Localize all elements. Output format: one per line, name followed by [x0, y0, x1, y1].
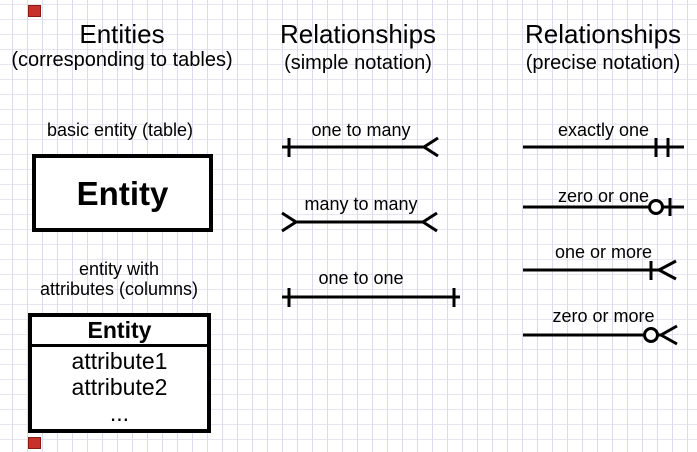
crow-foot-marker[interactable]: [657, 324, 678, 346]
attribute-entity-caption: entity with attributes (columns): [19, 259, 219, 299]
simple-rel-column-title: Relationships: [279, 19, 437, 49]
attribute-list: attribute1 attribute2 ...: [32, 347, 207, 426]
crow-foot-marker[interactable]: [655, 259, 677, 281]
one-to-one-connector[interactable]: [282, 288, 460, 307]
exactly-one-label: exactly one: [557, 120, 650, 140]
precise-rel-column-title: Relationships: [524, 19, 682, 49]
crow-foot-marker[interactable]: [421, 136, 439, 158]
attribute-row: attribute1: [71, 348, 168, 374]
zero-or-one-label: zero or one: [557, 186, 650, 206]
zero-circle-marker[interactable]: [643, 327, 659, 343]
crow-foot-marker[interactable]: [420, 211, 438, 233]
basic-entity-caption: basic entity (table): [46, 120, 194, 140]
attribute-entity-caption-line1: entity with: [78, 259, 160, 279]
basic-entity-name: Entity: [76, 175, 169, 212]
red-square-marker-bottom[interactable]: [28, 437, 41, 449]
many-to-many-label: many to many: [304, 194, 418, 214]
entities-column-subtitle: (corresponding to tables): [11, 49, 233, 71]
one-to-one-label: one to one: [318, 268, 404, 288]
precise-rel-column-subtitle: (precise notation): [525, 52, 681, 74]
attribute-row: attribute2: [71, 374, 168, 400]
one-to-many-label: one to many: [311, 120, 411, 140]
simple-rel-column-subtitle: (simple notation): [284, 52, 432, 74]
attribute-entity-header: Entity: [32, 317, 207, 347]
red-square-marker-top[interactable]: [28, 5, 41, 17]
basic-entity-box[interactable]: Entity: [32, 154, 213, 232]
zero-or-more-label: zero or more: [552, 306, 655, 326]
crow-foot-marker[interactable]: [281, 211, 299, 233]
one-or-more-label: one or more: [554, 242, 653, 262]
zero-or-one-connector[interactable]: [523, 198, 684, 216]
one-to-many-connector[interactable]: [282, 136, 439, 158]
entity-with-attributes-box[interactable]: Entity attribute1 attribute2 ...: [28, 313, 211, 433]
zero-or-more-connector[interactable]: [523, 324, 678, 346]
attribute-row: ...: [109, 400, 130, 426]
entities-column-title: Entities: [79, 19, 165, 49]
many-to-many-connector[interactable]: [281, 211, 438, 233]
exactly-one-connector[interactable]: [523, 138, 684, 157]
one-or-more-connector[interactable]: [523, 259, 677, 281]
zero-circle-marker[interactable]: [648, 199, 664, 215]
attribute-entity-caption-line2: attributes (columns): [39, 279, 199, 299]
